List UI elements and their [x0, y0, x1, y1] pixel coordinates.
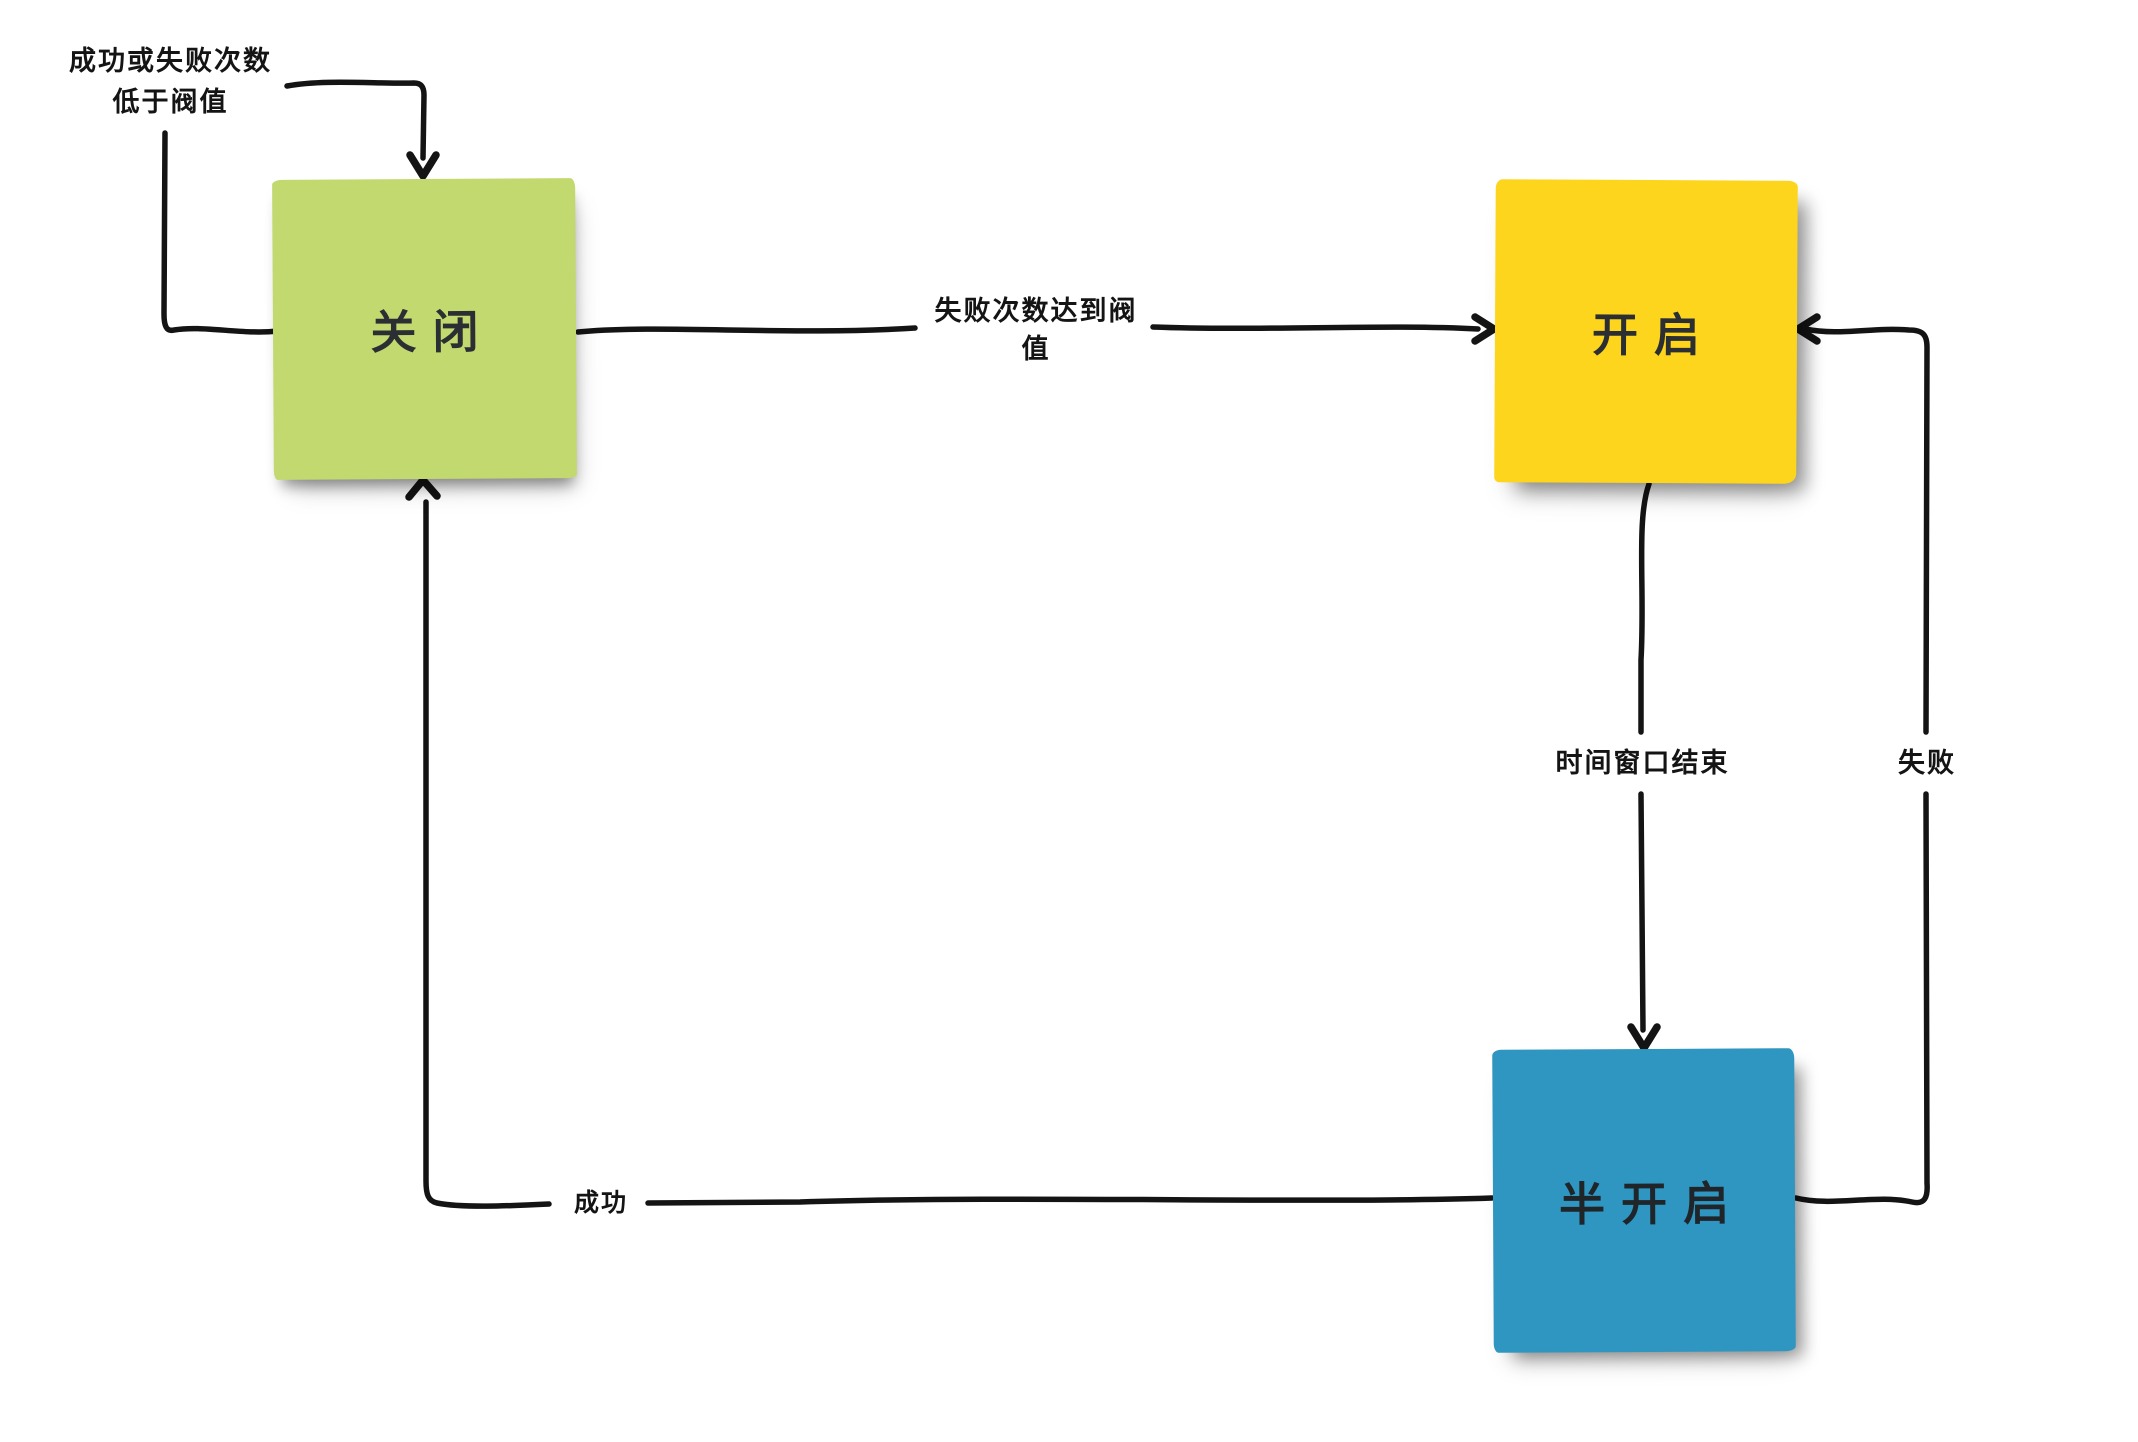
arrowhead-into-closed-top — [406, 151, 440, 180]
arrowhead-into-closed-bottom — [405, 476, 441, 501]
state-node-half-open-label: 半开启 — [1558, 1175, 1746, 1231]
state-node-half-open: 半开启 — [1492, 1048, 1796, 1353]
arrowhead-into-half-open-top — [1627, 1023, 1661, 1052]
edge-closed-to-open-line-right — [1150, 324, 1481, 332]
edge-half-open-to-open-line-top — [1802, 326, 1930, 735]
edge-open-to-half-open-line-bottom — [1638, 791, 1646, 1033]
edge-label-success: 成功 — [573, 1188, 628, 1217]
edge-half-open-to-closed-line-right — [645, 1195, 1495, 1206]
state-node-open-label: 开启 — [1591, 307, 1717, 362]
edge-label-closed-self-loop: 成功或失败次数 低于阀值 — [69, 46, 272, 118]
edge-label-failure-threshold: 失败次数达到阀 值 — [934, 296, 1138, 365]
state-node-closed-label: 关闭 — [370, 304, 495, 360]
edge-closed-to-closed-in-line — [284, 79, 427, 161]
edge-half-open-to-closed-line-left — [423, 499, 552, 1209]
edge-label-failure: 失败 — [1898, 748, 1956, 779]
edge-label-time-window-end: 时间窗口结束 — [1555, 748, 1730, 779]
arrowhead-into-open-left — [1471, 313, 1498, 345]
state-node-closed: 关闭 — [272, 178, 577, 480]
edge-open-to-half-open-line-top — [1638, 481, 1652, 735]
edge-closed-to-closed-out-line — [161, 130, 281, 335]
state-node-open: 开启 — [1494, 179, 1798, 484]
arrowhead-into-open-right — [1794, 313, 1821, 345]
edge-half-open-to-open-line-bottom — [1793, 791, 1930, 1206]
edge-closed-to-open-line-left — [575, 325, 918, 335]
